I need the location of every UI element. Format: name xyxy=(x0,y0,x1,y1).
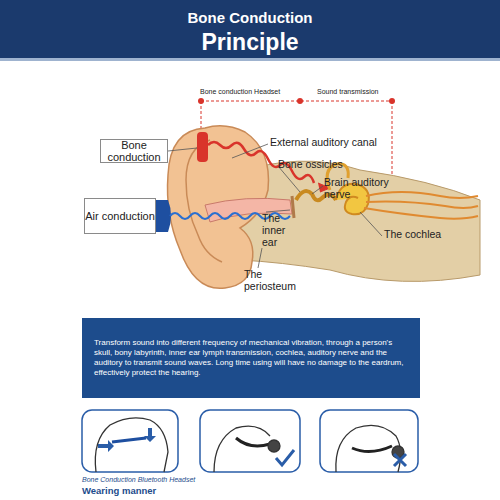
earpiece xyxy=(156,200,171,232)
description-band: Transform sound into different frequency… xyxy=(82,318,420,398)
part-label: Brain auditory nerve xyxy=(324,176,404,200)
node-text: Transform sound into different frequency… xyxy=(94,338,408,378)
leader-lines xyxy=(156,144,382,268)
bracket-dots xyxy=(198,98,395,104)
part-label: The inner ear xyxy=(262,212,302,248)
part-label: Bone ossicles xyxy=(278,158,368,170)
conduction-box: Air conduction xyxy=(84,198,156,234)
wearing-panels xyxy=(82,410,418,472)
auditory-nerve xyxy=(364,192,478,219)
conduction-box: Bone conduction xyxy=(100,139,168,163)
check-mark xyxy=(276,450,294,465)
eardrum xyxy=(292,196,294,218)
footer-note: Bone Conduction Bluetooth Headset xyxy=(82,476,282,484)
node-text: Air conduction xyxy=(85,210,155,222)
header-band xyxy=(0,0,500,58)
node-text-group: Bone conduction xyxy=(101,139,167,163)
node-text-group: Air conduction xyxy=(85,210,155,222)
part-label: The periosteum xyxy=(244,268,306,292)
callout-label: Sound transmission xyxy=(317,88,407,96)
direction-arrows xyxy=(98,428,156,452)
page-title: Bone Conduction Principle xyxy=(170,6,330,54)
footer-heading: Wearing manner xyxy=(82,485,282,496)
part-label: External auditory canal xyxy=(270,136,390,148)
callout-label: Bone conduction Headset xyxy=(200,88,310,96)
part-label: The cochlea xyxy=(384,228,464,240)
cross-mark xyxy=(394,454,406,466)
head-outlines xyxy=(95,418,404,472)
header-stripe xyxy=(0,58,500,61)
headset-pad xyxy=(197,132,208,162)
node-text: Bone conduction xyxy=(101,139,167,163)
node-text-group: Transform sound into different frequency… xyxy=(94,338,408,378)
